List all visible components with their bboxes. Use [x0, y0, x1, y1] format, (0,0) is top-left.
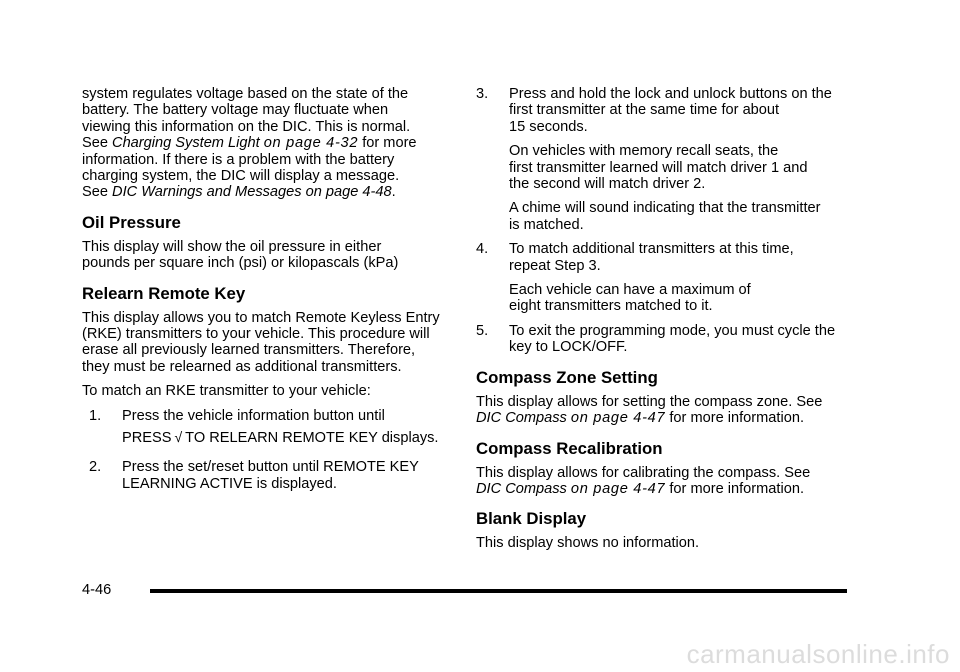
step-4: 4. To match additional transmitters at t…: [476, 241, 794, 315]
step-number: 2.: [89, 459, 102, 476]
step-number: 1.: [89, 407, 102, 424]
step-3: 3. Press and hold the lock and unlock bu…: [476, 86, 832, 233]
compass-recalibration-paragraph: This display allows for calibrating the …: [476, 464, 811, 497]
checkmark-icon: √: [174, 429, 183, 446]
page-number: 4-46: [82, 582, 112, 598]
right-column: 3. Press and hold the lock and unlock bu…: [476, 86, 856, 560]
heading-blank-display: Blank Display: [476, 509, 587, 529]
step-2: 2. Press the set/reset button until REMO…: [89, 459, 419, 492]
link-dic-compass[interactable]: DIC Compass on page 4-47: [476, 410, 666, 427]
step-number: 5.: [476, 322, 489, 339]
heading-relearn-remote-key: Relearn Remote Key: [82, 283, 246, 303]
step-number: 3.: [476, 86, 489, 102]
relearn-intro-line: To match an RKE transmitter to your vehi…: [82, 383, 371, 400]
link-dic-compass[interactable]: DIC Compass on page 4-47: [476, 480, 666, 497]
step-number: 4.: [476, 241, 489, 258]
intro-paragraph: system regulates voltage based on the st…: [82, 86, 417, 201]
blank-display-paragraph: This display shows no information.: [476, 535, 700, 552]
compass-zone-paragraph: This display allows for setting the comp…: [476, 393, 823, 427]
heading-oil-pressure: Oil Pressure: [82, 212, 181, 232]
step-5: 5. To exit the programming mode, you mus…: [476, 322, 836, 356]
link-charging-system-light[interactable]: Charging System Light on page 4-32: [112, 135, 359, 152]
heading-compass-recalibration: Compass Recalibration: [476, 438, 663, 458]
heading-compass-zone-setting: Compass Zone Setting: [476, 367, 658, 387]
oil-pressure-paragraph: This display will show the oil pressure …: [82, 238, 399, 272]
left-column: system regulates voltage based on the st…: [82, 86, 452, 500]
watermark: carmanualsonline.info: [686, 638, 950, 669]
link-dic-warnings[interactable]: DIC Warnings and Messages on page 4-48: [112, 184, 392, 201]
footer-rule: [150, 589, 847, 593]
step-1: 1. Press the vehicle information button …: [89, 408, 452, 451]
relearn-paragraph: This display allows you to match Remote …: [82, 309, 440, 375]
